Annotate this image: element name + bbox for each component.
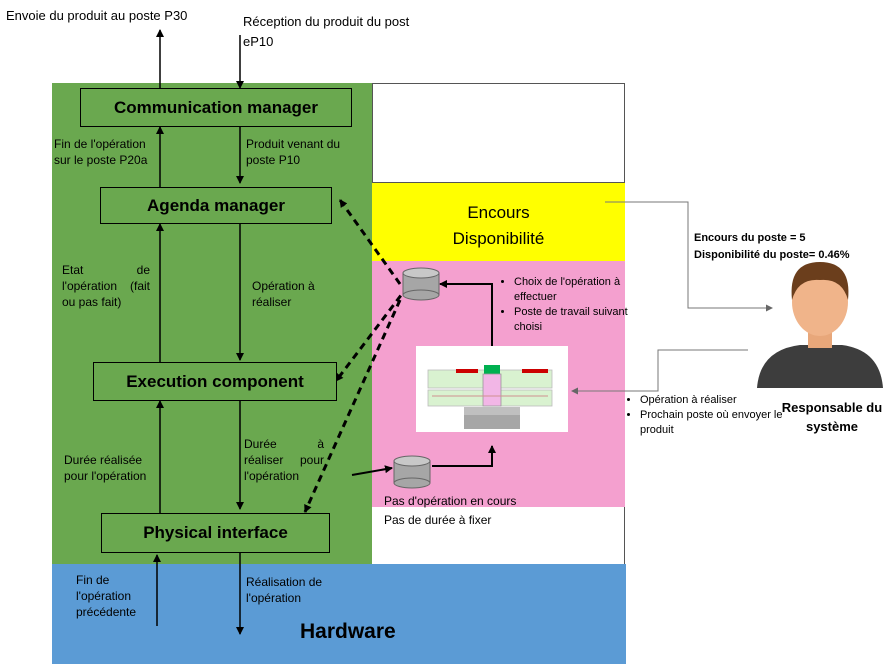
label-produit-venant: Produit venant du poste P10 <box>246 137 341 167</box>
bullet-poste-suivant: Poste de travail suivant choisi <box>514 305 640 335</box>
encours-label: Encours Disponibilité <box>372 200 625 252</box>
person-icon <box>757 262 883 388</box>
label-pas-operation: Pas d'opération en cours <box>384 494 517 508</box>
person-bullet-list: Opération à réaliser Prochain poste où e… <box>626 393 790 438</box>
label-reception-p10: Réception du produit du post eP10 <box>243 14 410 49</box>
label-operation-a-realiser: Opération à réaliser <box>252 279 315 309</box>
bullet-operation-a-realiser: Opération à réaliser <box>640 393 790 408</box>
agenda-manager-box: Agenda manager <box>100 187 332 224</box>
database-icon-top <box>402 267 440 301</box>
disponibilite-line: Disponibilité <box>452 229 545 248</box>
station-info: Encours du poste = 5 Disponibilité du po… <box>694 230 850 264</box>
hardware-area <box>52 564 626 664</box>
label-fin-operation-precedente: Fin de l'opération précédente <box>76 573 137 619</box>
bullet-prochain-poste: Prochain poste où envoyer le produit <box>640 408 790 438</box>
disponibilite-value: Disponibilité du poste= 0.46% <box>694 249 850 261</box>
encours-line: Encours <box>467 203 530 222</box>
encours-panel <box>372 183 625 261</box>
responsable-label: Responsable du système <box>781 400 883 434</box>
label-realisation: Réalisation de l'opération <box>246 575 323 605</box>
hardware-label: Hardware <box>300 620 396 643</box>
label-fin-operation-p20a: Fin de l'opération sur le poste P20a <box>54 137 148 167</box>
physical-interface-box: Physical interface <box>101 513 330 553</box>
database-icon-bottom <box>393 455 431 489</box>
label-etat-operation: Etat de l'opération (fait ou pas fait) <box>62 263 150 309</box>
pink-bullet-list: Choix de l'opération à effectuer Poste d… <box>500 275 640 335</box>
label-pas-duree: Pas de durée à fixer <box>384 513 492 527</box>
data-panel-top <box>372 83 625 183</box>
communication-manager-box: Communication manager <box>80 88 352 127</box>
workstation-image <box>416 346 568 432</box>
label-duree-realisee: Durée réalisée pour l'opération <box>64 453 147 483</box>
label-duree-a-realiser: Durée à réaliser pour l'opération <box>244 437 324 483</box>
label-envoie-p30: Envoie du produit au poste P30 <box>6 8 188 23</box>
execution-component-box: Execution component <box>93 362 337 401</box>
encours-value: Encours du poste = 5 <box>694 232 806 244</box>
agent-area <box>52 83 372 564</box>
bullet-choix-operation: Choix de l'opération à effectuer <box>514 275 640 305</box>
data-panel-bottom <box>372 507 625 564</box>
